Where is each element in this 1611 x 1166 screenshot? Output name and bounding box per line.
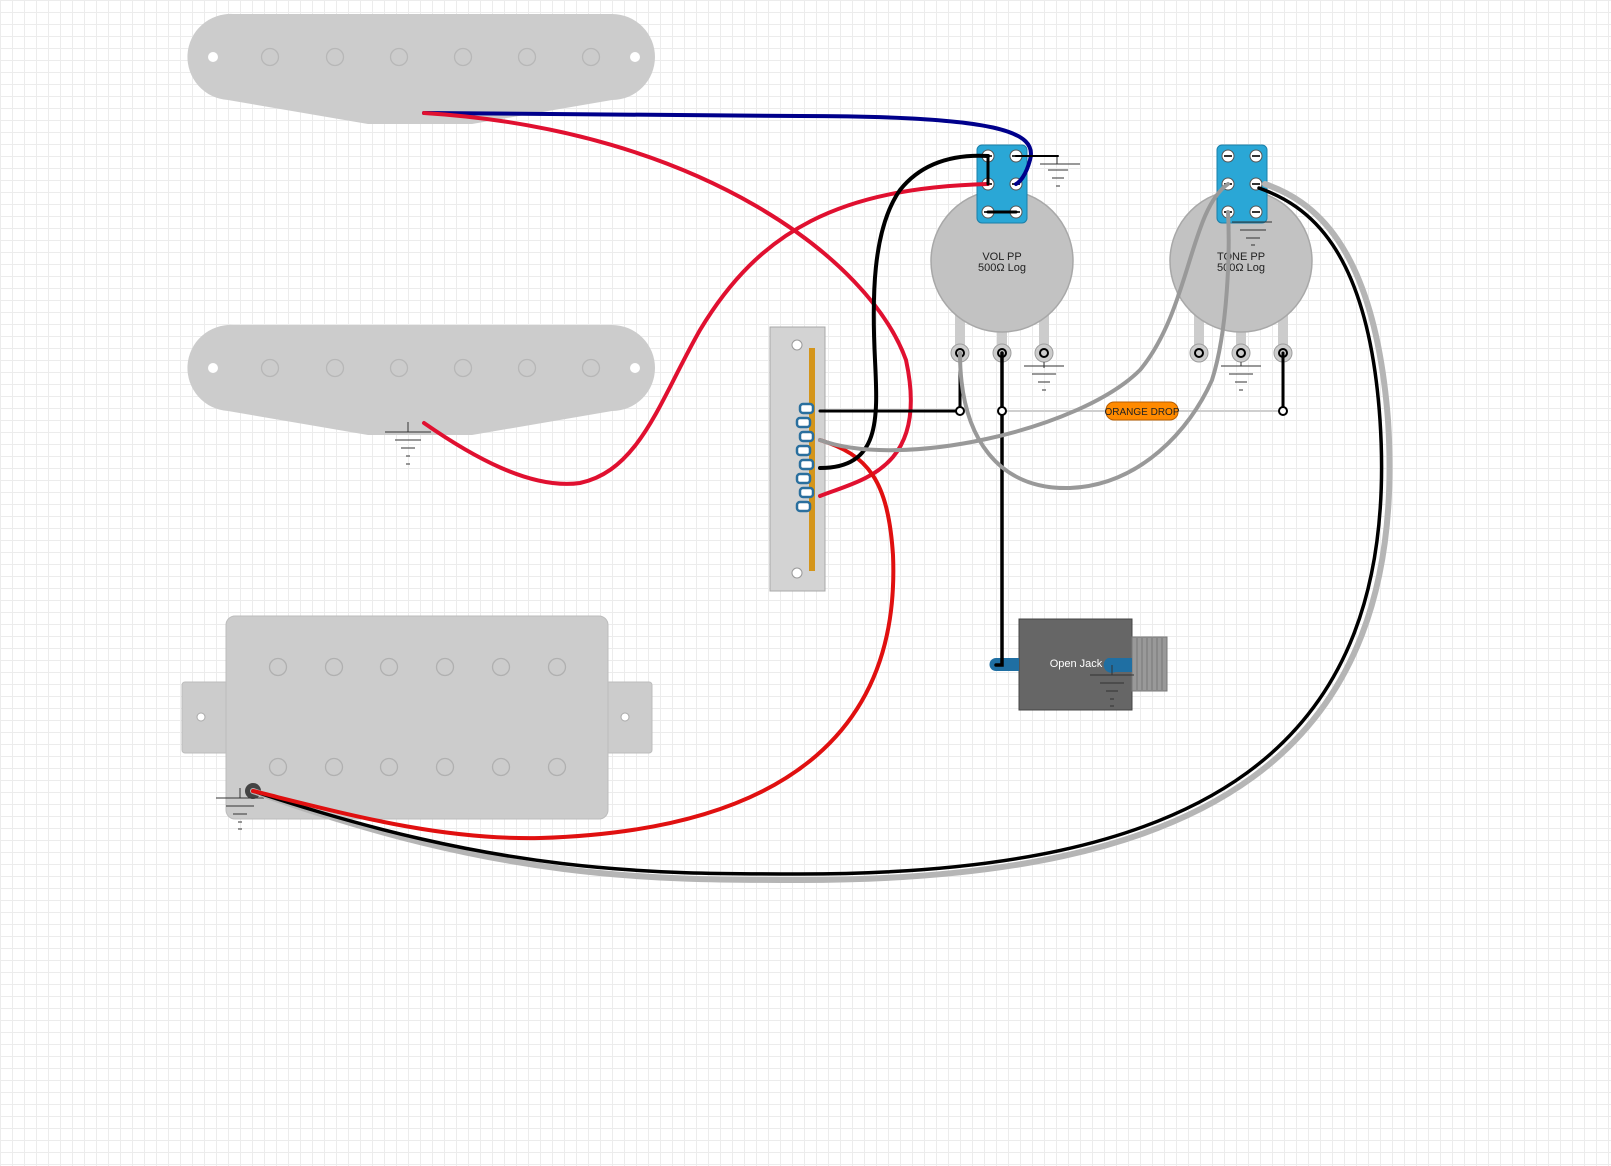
wire-selector-to-tone-switch[interactable]: [818, 182, 1230, 453]
wire-vol-to-jack[interactable]: [994, 351, 1004, 667]
volume-push-pull-pot[interactable]: VOL PP 500Ω Log: [930, 189, 1074, 363]
wire-neck-blue[interactable]: [422, 111, 1033, 186]
jack-label: Open Jack: [1050, 658, 1103, 670]
orange-drop-capacitor[interactable]: ORANGE DROP: [1104, 401, 1180, 421]
ground-symbol-humbucker: [216, 788, 264, 830]
wire-selector-to-vol-switch[interactable]: [818, 153, 990, 470]
jack-tip-lug[interactable]: [989, 658, 1020, 671]
wire-humbucker-red[interactable]: [251, 438, 896, 841]
ground-symbol-vol-lug: [1024, 362, 1064, 391]
middle-single-coil-pickup[interactable]: [187, 324, 655, 435]
ground-symbol-tone-lug: [1221, 362, 1261, 391]
capacitor-label: ORANGE DROP: [1104, 407, 1179, 418]
bridge-humbucker-pickup[interactable]: [181, 615, 653, 820]
five-way-selector-switch[interactable]: [769, 326, 826, 592]
wire-middle-red[interactable]: [422, 182, 990, 486]
selector-lugs[interactable]: [795, 402, 815, 513]
wire-humbucker-white[interactable]: [250, 181, 1393, 884]
vol-pot-label-2: 500Ω Log: [978, 262, 1026, 274]
ground-symbol-jack: [1090, 665, 1134, 707]
ground-symbols: [216, 157, 1272, 830]
tone-dpdt-switch[interactable]: [1216, 144, 1268, 224]
pole-pieces: [260, 358, 601, 378]
jack-thread-lines: [1136, 638, 1163, 690]
neck-single-coil-pickup[interactable]: [187, 13, 655, 124]
wires: [250, 111, 1393, 884]
wire-selector-to-vol-lug[interactable]: [818, 351, 962, 413]
wire-humbucker-black[interactable]: [251, 186, 1384, 876]
ground-symbol-tone-switch: [1232, 221, 1272, 246]
pole-pieces: [260, 47, 601, 67]
output-jack[interactable]: Open Jack: [989, 618, 1168, 711]
wire-neck-red[interactable]: [422, 111, 913, 498]
tone-lug-holes: [1194, 348, 1288, 358]
vol-pot-label-1: VOL PP: [982, 251, 1021, 263]
tone-pot-label-2: 500Ω Log: [1217, 262, 1265, 274]
jack-sleeve-lug[interactable]: [1103, 658, 1132, 673]
ground-symbol-middle-pickup: [385, 422, 431, 465]
wire-vol-to-tone-switch[interactable]: [958, 210, 1231, 491]
solder-joints: [955, 406, 1288, 416]
pole-pieces: [268, 657, 567, 777]
ground-symbol-neck-vol: [1040, 157, 1080, 187]
